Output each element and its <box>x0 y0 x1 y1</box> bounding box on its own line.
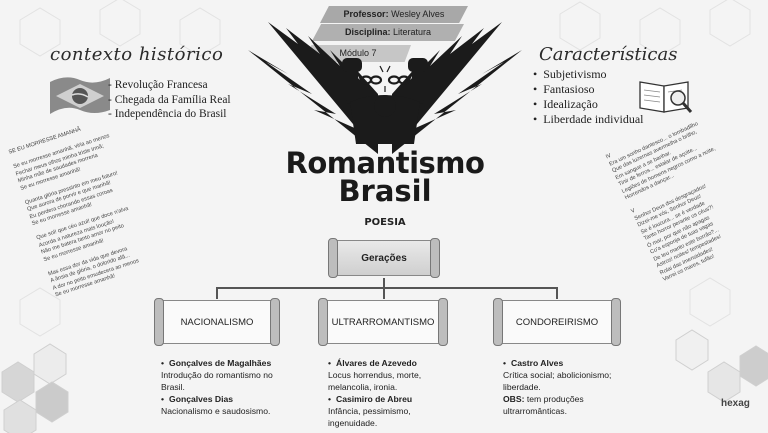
author-name: Castro Alves <box>503 357 623 369</box>
winged-broken-chains-illustration <box>248 22 522 154</box>
connector-line <box>216 287 218 299</box>
historical-context-title: contexto histórico <box>50 44 224 65</box>
characteristic-item: Subjetivismo <box>533 67 644 82</box>
generations-scroll: Gerações <box>328 238 440 278</box>
obs-text: tem produções ultrarromânticas. <box>503 394 584 416</box>
poetry-subtitle: POESIA <box>364 217 406 228</box>
hexag-logo-text: hexag <box>721 398 750 409</box>
author-name: Álvares de Azevedo <box>328 357 446 369</box>
context-item: - Chegada da Família Real <box>108 93 231 106</box>
ultraromanticism-scroll: ULTRARROMANTISMO <box>318 298 448 346</box>
author-description: Introdução do romantismo no Brasil. <box>161 370 273 392</box>
characteristic-item: Fantasioso <box>533 82 644 97</box>
logo-title-line2: Brasil <box>338 174 432 208</box>
author-name: Casimiro de Abreu <box>328 393 446 405</box>
connector-line <box>216 287 558 289</box>
characteristics-list: Subjetivismo Fantasioso Idealização Libe… <box>533 67 644 127</box>
hexag-logo: hexag <box>721 398 750 409</box>
obs-label: OBS: <box>503 394 525 404</box>
context-item: - Revolução Francesa <box>108 79 208 91</box>
generations-label: Gerações <box>361 252 407 264</box>
author-description: Nacionalismo e saudosismo. <box>161 406 271 416</box>
module-banner: Módulo 7 <box>305 45 411 62</box>
characteristic-item: Liberdade individual <box>533 112 643 127</box>
author-description: Infância, pessimismo, ingenuidade. <box>328 406 411 428</box>
professor-label: Professor: <box>343 9 389 19</box>
ultraromanticism-details: Álvares de Azevedo Locus horrendus, mort… <box>328 357 446 429</box>
ultraromanticism-label: ULTRARROMANTISMO <box>331 316 435 328</box>
characteristic-item: Idealização <box>533 97 644 112</box>
historical-context-list: - Revolução Francesa - Chegada da Famíli… <box>108 78 231 122</box>
condoreirismo-details: Castro Alves Crítica social; abolicionis… <box>503 357 623 417</box>
brazil-flag-icon <box>50 77 110 114</box>
discipline-label: Disciplina: <box>344 27 391 37</box>
condoreirismo-label: CONDOREIRISMO <box>515 316 599 328</box>
connector-line <box>383 278 385 288</box>
connector-line <box>383 287 385 299</box>
connector-line <box>556 287 558 299</box>
discipline-value: Literatura <box>393 27 432 37</box>
nationalism-details: Gonçalves de Magalhães Introdução do rom… <box>161 357 279 417</box>
author-description: Crítica social; abolicionismo; liberdade… <box>503 370 612 392</box>
author-name: Gonçalves Dias <box>161 393 279 405</box>
author-name: Gonçalves de Magalhães <box>161 357 279 369</box>
discipline-banner: Disciplina: Literatura <box>312 24 464 41</box>
nationalism-scroll: NACIONALISMO <box>154 298 280 346</box>
characteristics-title: Características <box>539 44 678 65</box>
professor-banner: Professor: Wesley Alves <box>320 6 468 23</box>
logo-title-line1: Romantismo <box>285 146 485 180</box>
context-item: - Independência do Brasil <box>108 108 227 120</box>
nationalism-label: NACIONALISMO <box>180 316 254 328</box>
observation: OBS: tem produções ultrarromânticas. <box>503 393 623 417</box>
book-magnifier-icon <box>639 81 693 113</box>
author-description: Locus horrendus, morte, melancolia, iron… <box>328 370 422 392</box>
module-label: Módulo 7 <box>339 48 377 58</box>
professor-value: Wesley Alves <box>391 9 445 19</box>
condoreirismo-scroll: CONDOREIRISMO <box>493 298 621 346</box>
